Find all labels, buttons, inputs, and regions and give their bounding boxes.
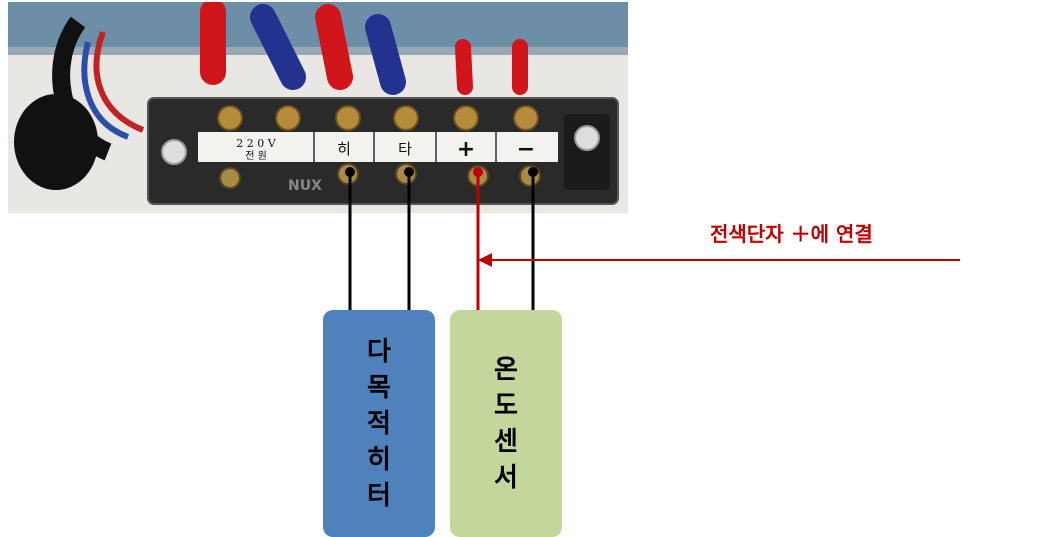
multipurpose-heater-box: 다 목 적 히 터 [323,310,435,537]
sensor-char: 서 [494,462,518,493]
label-minus: − [517,137,535,162]
heater-char: 적 [367,408,391,439]
connection-callout: 전색단자 ＋에 연결 [710,222,873,246]
brand-logo: NUX [288,178,322,194]
sensor-char: 도 [494,390,518,421]
label-heater-left: 히 [337,140,351,158]
sensor-char: 센 [494,426,518,457]
label-plus: + [457,137,475,162]
heater-char: 목 [367,372,391,403]
sensor-char: 온 [494,354,518,385]
label-220v: 2 2 0 V [236,137,276,150]
label-heater-right: 타 [398,140,412,158]
callout-arrowhead [478,253,492,267]
label-power: 전 원 [245,150,267,162]
temperature-sensor-box: 온 도 센 서 [450,310,562,537]
heater-char: 다 [367,336,391,367]
heater-char: 터 [367,480,391,511]
terminal-block-photo: 2 2 0 V 전 원 히 타 + − NUX [8,2,628,213]
heater-char: 히 [367,444,391,475]
